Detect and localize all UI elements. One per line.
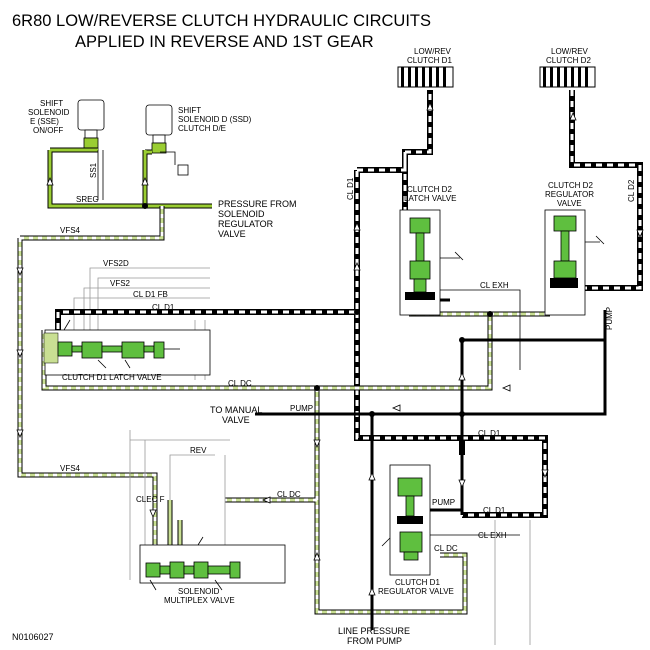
cl-d2-label: CL D2 <box>627 179 636 202</box>
line-pressure-2: FROM PUMP <box>347 636 402 646</box>
line-pressure-1: LINE PRESSURE <box>338 626 410 636</box>
cl-dc-mid-label: CL DC <box>228 379 252 388</box>
title-line-2: APPLIED IN REVERSE AND 1ST GEAR <box>75 33 374 51</box>
sse-label-2: SOLENOID <box>28 108 70 117</box>
cl-d1-vertical-label: CL D1 <box>346 177 355 200</box>
solenoid-multiplex-valve: SOLENOID MULTIPLEX VALVE <box>139 536 286 605</box>
solenoid-multiplex-valve-lines <box>129 430 230 580</box>
sreg-label: SREG <box>76 195 99 204</box>
sse-label-1: SHIFT <box>40 99 63 108</box>
clutch-d2-regulator-valve: CLUTCH D2 REGULATOR VALVE <box>544 181 605 316</box>
solenoid-ssd: SHIFT SOLENOID D (SSD) CLUTCH D/E <box>145 104 252 176</box>
cl-exh-top-label: CL EXH <box>480 281 509 290</box>
cl-d2-apply-circuit <box>569 90 643 291</box>
clutch-d2-latch-valve: CLUTCH D2 LATCH VALVE <box>399 185 464 316</box>
sse-label-3: E (SSE) <box>30 117 59 126</box>
solmux-label-2: MULTIPLEX VALVE <box>164 596 235 605</box>
d1-latch-label: CLUTCH D1 LATCH VALVE <box>62 373 162 382</box>
clutch-d1-regulator-valve: CLUTCH D1 REGULATOR VALVE <box>378 464 454 596</box>
pressure-from-1: PRESSURE FROM <box>218 199 297 209</box>
figure-id: N0106027 <box>12 632 54 642</box>
clec-f-label: CLEC F <box>136 495 165 504</box>
vfs2-label: VFS2 <box>110 279 131 288</box>
pump-reg-label: PUMP <box>432 498 455 507</box>
cl-d1-lower-label: CL D1 <box>483 506 506 515</box>
d2-latch-label-2: LATCH VALVE <box>404 194 456 203</box>
pressure-from-3: REGULATOR <box>218 219 274 229</box>
to-manual-valve-label: TO MANUAL VALVE <box>210 405 262 425</box>
ssd-label-2: SOLENOID D (SSD) <box>178 115 252 124</box>
solenoid-sse: SHIFT SOLENOID E (SSE) ON/OFF <box>28 99 105 151</box>
rev-label: REV <box>190 446 207 455</box>
vfs4-top-label: VFS4 <box>60 226 81 235</box>
clutch-d1-label-1: LOW/REV <box>414 47 452 56</box>
clutch-d2-piston: LOW/REV CLUTCH D2 <box>539 47 596 88</box>
clutch-d1-piston: LOW/REV CLUTCH D1 <box>397 47 454 88</box>
pressure-from-2: SOLENOID <box>218 209 265 219</box>
pressure-from-solenoid-regulator-label: PRESSURE FROM SOLENOID REGULATOR VALVE <box>218 199 297 239</box>
d1-reg-label-1: CLUTCH D1 <box>395 578 440 587</box>
cl-exh-lines <box>430 289 531 645</box>
d2-reg-label-1: CLUTCH D2 <box>548 181 593 190</box>
ss1-label: SS1 <box>89 162 98 178</box>
clutch-d2-label-1: LOW/REV <box>551 47 589 56</box>
cl-exh-bottom-label: CL EXH <box>478 531 507 540</box>
to-manual-2: VALVE <box>222 415 250 425</box>
line-pressure-from-pump-label: LINE PRESSURE FROM PUMP <box>338 626 410 646</box>
pressure-from-4: VALVE <box>218 229 246 239</box>
sse-label-4: ON/OFF <box>33 126 63 135</box>
cl-d1-fb-label: CL D1 FB <box>133 290 168 299</box>
clutch-d2-label-2: CLUTCH D2 <box>546 56 591 65</box>
d1-reg-label-2: REGULATOR VALVE <box>378 587 454 596</box>
vfs2d-label: VFS2D <box>103 259 129 268</box>
solenoid-feed-circuit <box>47 147 212 209</box>
cl-d1-mid-label: CL D1 <box>152 303 175 312</box>
flow-arrows <box>16 101 644 596</box>
to-manual-1: TO MANUAL <box>210 405 262 415</box>
clutch-d1-label-2: CLUTCH D1 <box>407 56 452 65</box>
d2-reg-label-3: VALVE <box>557 199 582 208</box>
cl-dc-lower-label: CL DC <box>277 490 301 499</box>
d2-latch-label-1: CLUTCH D2 <box>407 185 452 194</box>
solmux-label-1: SOLENOID <box>178 587 220 596</box>
pump-right-label: PUMP <box>605 307 614 330</box>
cl-dc-reg-label: CL DC <box>434 544 458 553</box>
cl-d1-right-label: CL D1 <box>478 429 501 438</box>
cl-d1-apply-circuit <box>55 90 548 518</box>
vfs4-bottom-label: VFS4 <box>60 464 81 473</box>
ssd-label-3: CLUTCH D/E <box>178 124 226 133</box>
d2-reg-label-2: REGULATOR <box>545 190 594 199</box>
ssd-label-1: SHIFT <box>178 106 201 115</box>
clutch-d1-latch-valve: CLUTCH D1 LATCH VALVE <box>43 319 211 382</box>
title-line-1: 6R80 LOW/REVERSE CLUTCH HYDRAULIC CIRCUI… <box>12 12 431 30</box>
pump-mid-label: PUMP <box>290 404 313 413</box>
